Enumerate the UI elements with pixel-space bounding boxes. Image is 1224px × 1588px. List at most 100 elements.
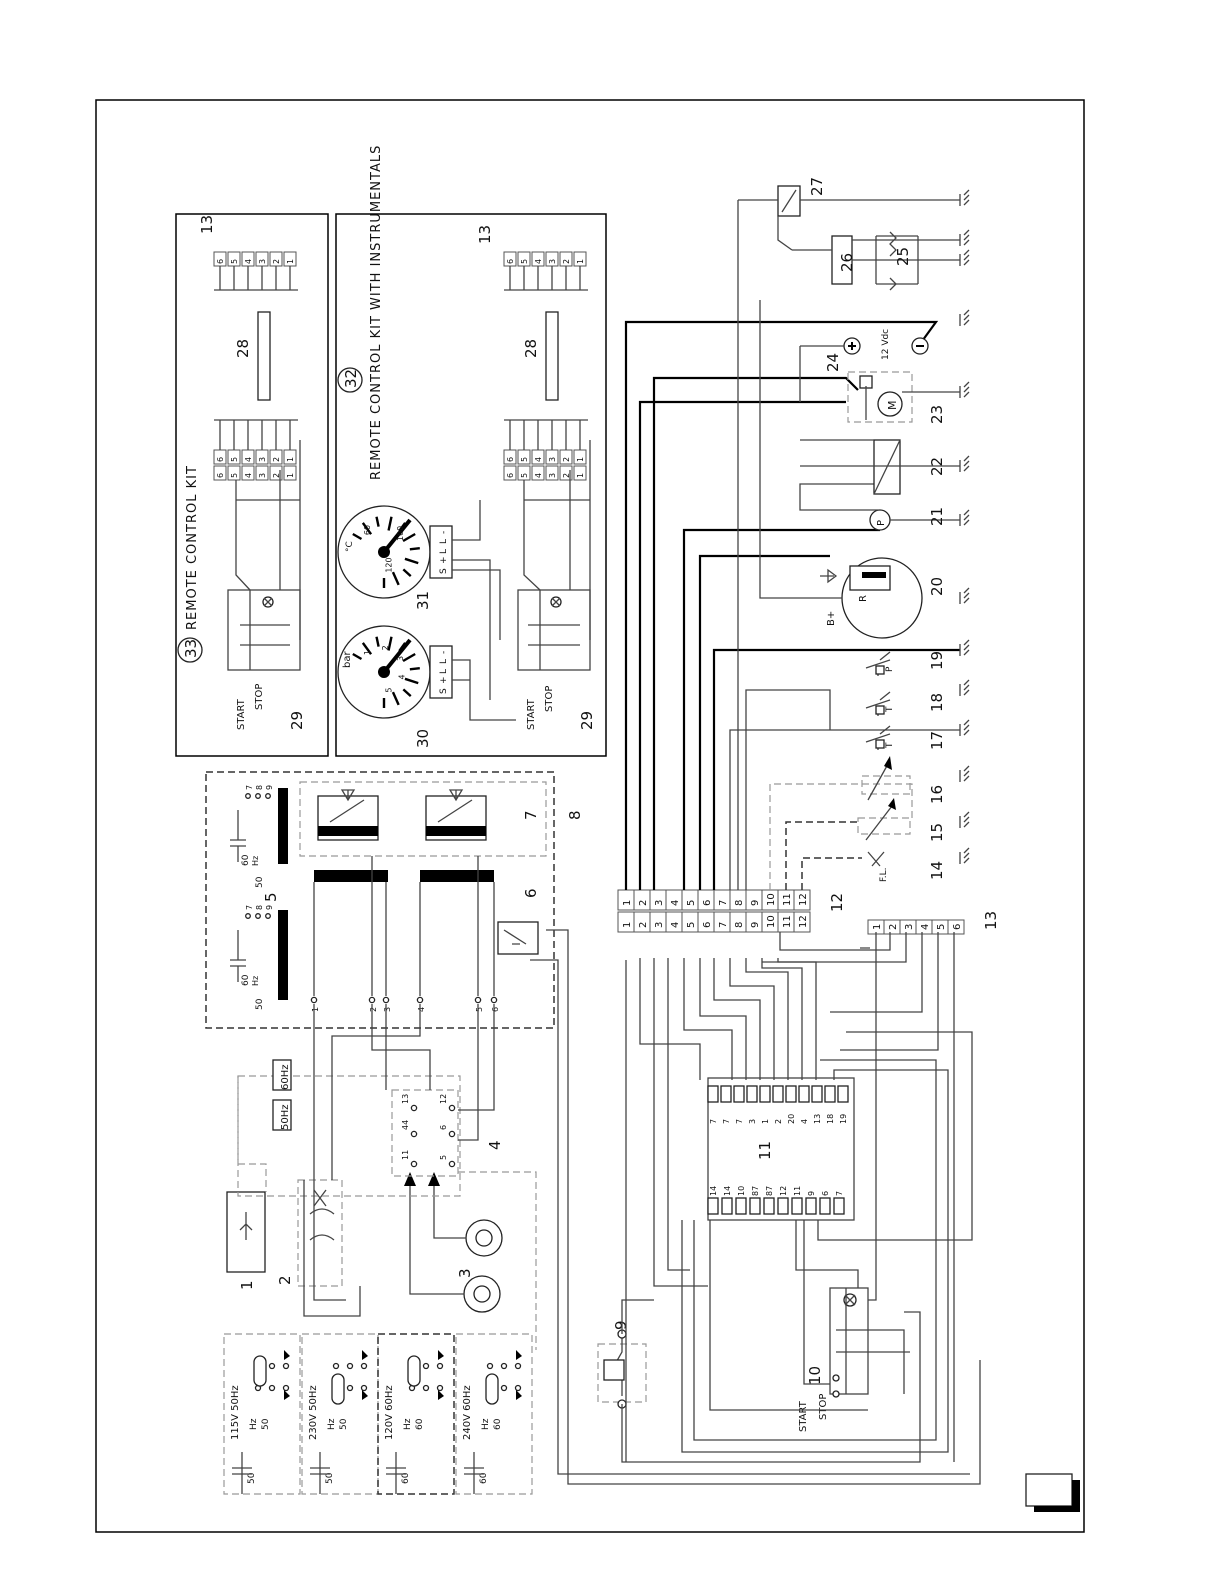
kit-32-subtitle: REMOTE CONTROL KIT WITH INSTRUMENTALS [369,145,384,480]
ground-8 [959,639,970,656]
kit33-plug-num-0-5: 1 [286,259,295,264]
strip12b-num-8-wrap: 8 [734,922,745,928]
voltage-panel-arrows-3 [516,1350,522,1400]
t4-point-5 [448,1160,456,1168]
c11-num-top-1: 7 [722,1119,731,1124]
strip12b-num-10: 10 [766,915,777,928]
gauge30-tick-5 [402,652,416,663]
remote-control-kit-frame [175,213,329,757]
winding-point-1 [310,996,318,1004]
kit-33-title: 33 REMOTE CONTROL KIT [177,465,203,663]
temp-switch-17: T 17 [865,725,946,750]
c11-pin-top-9 [824,1085,836,1103]
voltage-panel-hz-1: Hz [327,1418,337,1430]
kit32-board-num-1-2-wrap: 4 [534,473,543,478]
gauge30-pin-1: L [439,659,449,664]
voltage-panel-hzval-1-wrap: 50 [339,1418,349,1430]
strip12a-num-9-wrap: 9 [750,900,761,906]
kit32-board-num-1-0: 6 [506,473,515,478]
box5-60-0: 60 [241,854,251,866]
strip12a-num-6-wrap: 6 [702,900,713,906]
winding-point-2 [368,996,376,1004]
gauge-30-unit: bar [342,651,353,668]
box5-hz-0-wrap: Hz [251,856,260,866]
t4-num-3: 12 [439,1094,448,1104]
box5-pt-0-0 [245,793,251,799]
label-24: 24 [824,353,842,372]
voltage-panel-pt-3-1-1 [500,1384,508,1392]
kit33-board-cell-1-0 [213,465,227,481]
cable-28-kit33 [257,311,271,401]
start-label-kit32: START [526,698,537,730]
gauge31-pin-3: + [439,556,449,564]
c11-pin-top-4 [759,1085,771,1103]
c11-num-bot-7: 9 [807,1191,816,1196]
box5-num-1-2-wrap: 9 [265,905,274,910]
voltage-panel-arrows-0 [284,1350,290,1400]
start-label-kit33: START [236,698,247,730]
c11-pin-top-8 [811,1085,823,1103]
winding-5b [278,910,288,1000]
kit32-plug-num-0-3: 3 [548,259,557,264]
winding-leads [313,856,495,996]
label-12: 12 [828,893,846,912]
kit32-board-num-0-5-wrap: 1 [576,457,585,462]
voltage-panel-label-1: 230V 50Hz [308,1385,319,1440]
ground-10 [959,719,970,736]
strip13-num-3-wrap: 3 [904,924,915,930]
gauge31-tick-5 [402,532,416,543]
fuel-level-sensor-14: F.L. 14 [867,851,946,882]
kit33-board-num-1-2: 4 [244,473,253,478]
t4-num-4: 6 [439,1125,448,1130]
voltage-panel-pt-0-2-1 [282,1384,290,1392]
label-26: 26 [838,253,856,272]
box5-cap-0 [230,810,246,862]
c11-num-bot-2: 10 [737,1186,746,1196]
t4-point-1 [410,1130,418,1138]
c11-pin-top-6 [785,1085,797,1103]
gauge31-num-0: 60 [363,525,372,535]
kit32-board-num-0-3: 3 [548,457,557,462]
alternator-20: B+ R 20 [759,300,946,639]
strip12b-num-1: 1 [622,922,633,928]
c11-num-bot-8-wrap: 6 [821,1191,830,1196]
voltage-panel-label-2-wrap: 120V 60Hz [384,1385,395,1440]
voltage-panel-bottom-0: 50 [247,1472,257,1484]
box5-pt-1-2 [265,913,271,919]
voltage-panel-hzval-1: 50 [339,1418,349,1430]
thermal-switch-6 [497,921,539,955]
voltage-panel-pt-0-1-0 [268,1362,276,1370]
gauge30-pin-1-wrap: L [439,659,449,664]
kit33-plug-num-0-3-wrap: 3 [258,259,267,264]
voltage-panel-bottom-3-wrap: 60 [479,1472,489,1484]
voltage-panel-pt-1-0-0 [332,1362,340,1370]
ground-2 [959,249,970,266]
gauge30-tick-6 [409,667,420,671]
voltage-panel-hzval-0-wrap: 50 [261,1418,271,1430]
kit33-board-num-1-3-wrap: 3 [258,473,267,478]
pressure-switch-19: P 19 [865,651,946,676]
c11-pin-bot-2 [735,1197,747,1215]
outlet-3a [465,1219,503,1257]
winding-num-3: 3 [383,1007,392,1012]
kit32-plug-lines [504,289,588,421]
label-20: 20 [928,577,946,596]
t4-point-2 [410,1104,418,1112]
strip12a-num-9: 9 [750,900,761,906]
kit33-board-num-0-4-wrap: 2 [272,457,281,462]
strip13-num-4-wrap: 4 [920,924,931,930]
gauge31-pin-4: S [439,568,449,574]
kit32-board-cell-1-2 [531,465,545,481]
box5-num-0-2: 9 [265,785,274,790]
label-28-kit32: 28 [522,339,540,358]
gauge30-tick-7 [404,677,419,685]
fl-label: F.L. [879,868,889,882]
kit32-board-cell-1-5 [573,465,587,481]
voltage-panel-link-0 [253,1355,267,1387]
gauge30-pin-3: + [439,676,449,684]
c11-num-bot-7-wrap: 9 [807,1191,816,1196]
strip12b-num-2-wrap: 2 [638,922,649,928]
label-10: 10 [806,1366,824,1385]
pressure-sender-21: P 21 [799,483,960,531]
winding-num-4: 4 [417,1007,426,1012]
